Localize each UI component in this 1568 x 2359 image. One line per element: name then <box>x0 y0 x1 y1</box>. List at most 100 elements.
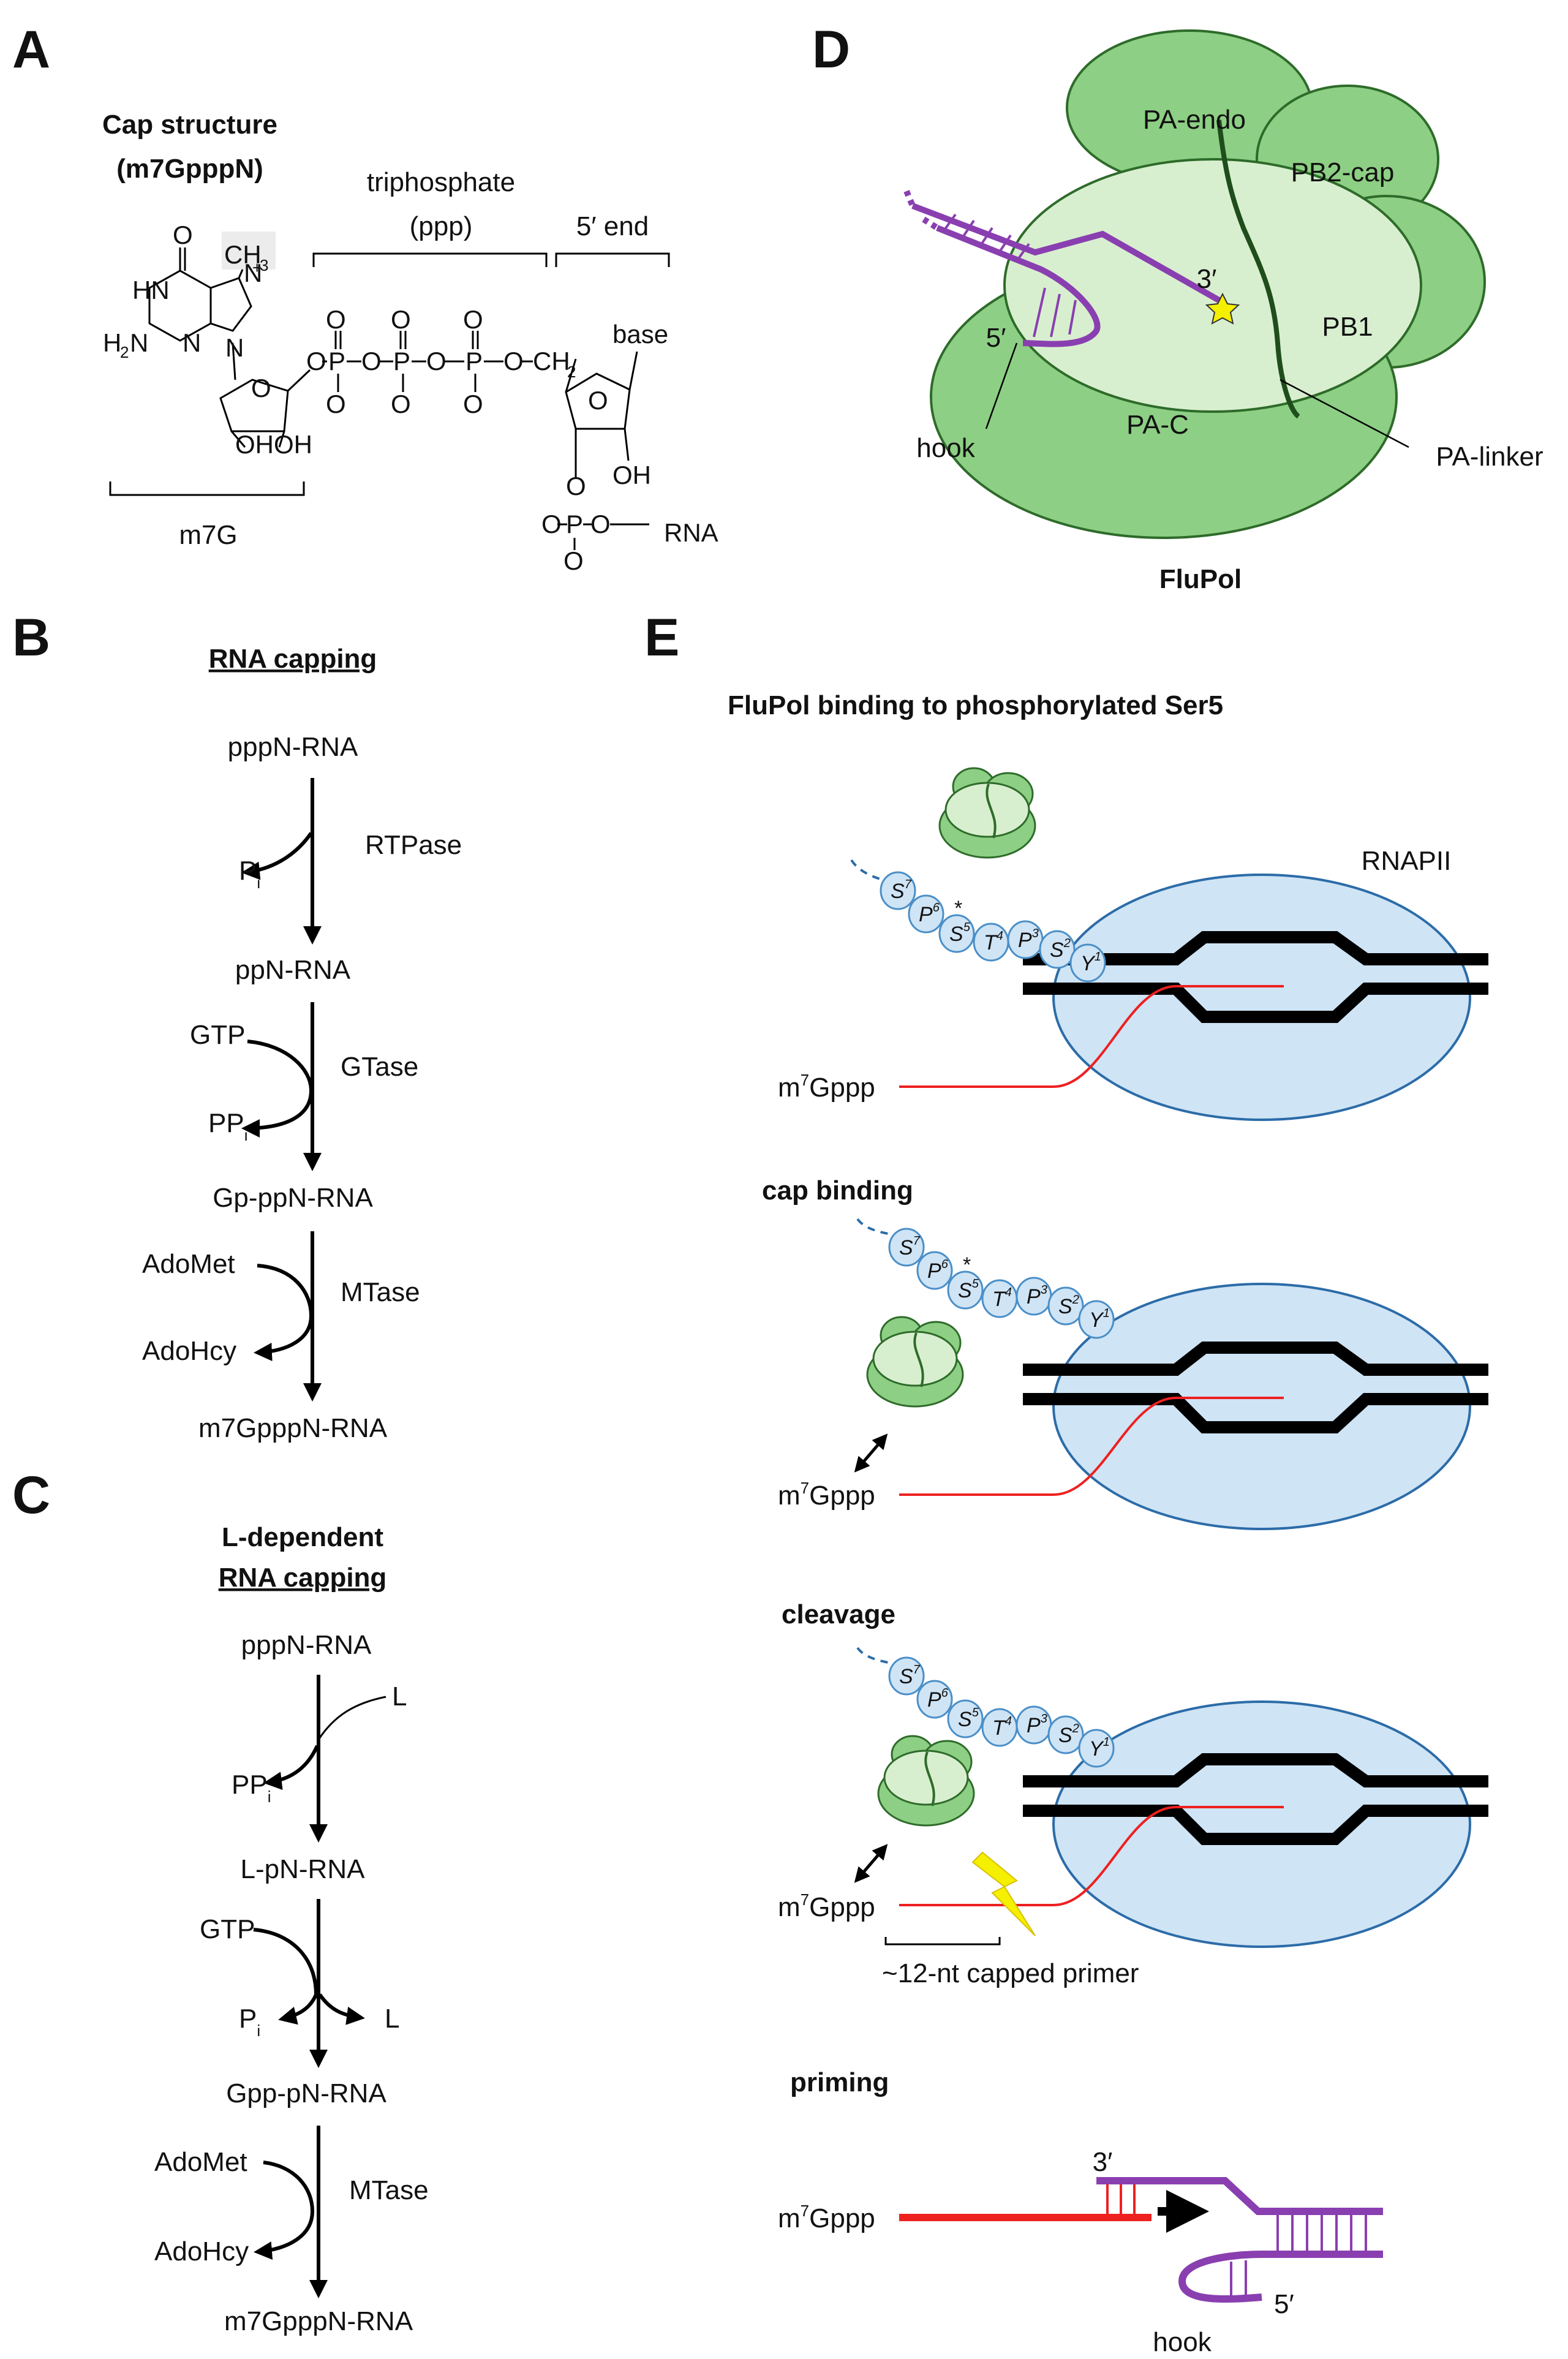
l-dependent-title: L-dependent <box>222 1522 383 1552</box>
svg-text:O: O <box>564 546 584 575</box>
svg-text:O: O <box>590 510 611 538</box>
hook-pointer <box>985 342 1018 429</box>
svg-text:N: N <box>244 259 262 287</box>
svg-text:O: O <box>463 390 483 418</box>
ctd-residue: S2 <box>1047 1715 1084 1754</box>
ctd-residue: S7 <box>880 871 916 910</box>
svg-text:H: H <box>103 328 121 357</box>
gtase-label: GTase <box>341 1052 418 1082</box>
e-step-priming: priming m7Gppp 3′ <box>778 2067 1383 2357</box>
svg-text:2: 2 <box>567 363 576 381</box>
step-ppn-rna: ppN-RNA <box>235 955 351 985</box>
svg-text:CH: CH <box>224 240 262 269</box>
svg-text:O: O <box>361 347 382 376</box>
svg-text:2: 2 <box>120 343 129 361</box>
svg-text:O: O <box>251 374 271 402</box>
step-c-pppn-rna: pppN-RNA <box>241 1630 372 1660</box>
ctd-residue: S7 <box>888 1228 925 1267</box>
rtpase-label: RTPase <box>365 830 462 860</box>
svg-text:O: O <box>391 390 411 418</box>
ppp-label: (ppp) <box>410 211 473 241</box>
ctd-residue: P6 <box>916 1251 953 1290</box>
cap-binding-label: cap binding <box>762 1176 913 1206</box>
svg-text:N: N <box>183 328 201 357</box>
pb1-label: PB1 <box>1322 312 1373 342</box>
ctd-residue: S5 <box>947 1699 984 1738</box>
oh-label: OH <box>612 461 651 489</box>
ctd-residue: P6 <box>908 894 944 934</box>
ctd-residue: S5 <box>947 1270 984 1310</box>
l-input-label: L <box>392 1681 407 1712</box>
ctd-residue: S5 <box>938 914 975 953</box>
svg-text:O: O <box>326 305 346 334</box>
ctd-residue: P3 <box>1007 920 1044 959</box>
adohcy-label: AdoHcy <box>142 1336 236 1366</box>
ohoh-label: OHOH <box>235 430 312 459</box>
ctd-residue: S2 <box>1047 1286 1084 1326</box>
panel-e: E FluPol binding to phosphorylated Ser5 … <box>644 608 1488 2357</box>
svg-text:N: N <box>225 333 244 362</box>
m7g-bracket <box>109 481 305 496</box>
base-label: base <box>612 320 668 349</box>
step-c-m7gpppn-rna: m7GpppN-RNA <box>224 2306 413 2336</box>
ctd-residue: P6 <box>916 1680 953 1719</box>
phospho-asterisk-icon: * <box>963 1253 971 1277</box>
rna-capping-title: RNA capping <box>209 644 377 674</box>
svg-text:P: P <box>566 510 583 538</box>
ctd-residue-label: T4 <box>992 1715 1012 1740</box>
triphosphate-bracket <box>312 252 548 267</box>
phospho-asterisk-icon: * <box>954 897 962 920</box>
ctd-residue: Y1 <box>1078 1729 1115 1768</box>
cap-label-2: m7Gppp <box>778 1479 875 1511</box>
cap-structure-title: Cap structure <box>102 110 277 140</box>
e-five-prime-label: 5′ <box>1274 2289 1294 2319</box>
svg-text:O: O <box>463 305 483 334</box>
svg-text:N: N <box>130 328 148 357</box>
e-hook-label: hook <box>1153 2327 1212 2357</box>
primer-basepairs <box>1106 2181 1136 2217</box>
panel-label-b: B <box>12 608 50 667</box>
step-gpp-pn-rna: Gpp-pN-RNA <box>226 2078 386 2108</box>
svg-text:CH: CH <box>533 347 570 376</box>
panel-d: D 3′ 5′ PA-endo PB2-cap <box>812 20 1544 594</box>
flupol-title: FluPol <box>1159 564 1242 594</box>
e-step-cleavage: cleavage m7Gppp ~12-nt capped primer S7P… <box>778 1599 1488 1988</box>
cap-atom-labels: O CH 3 N + HN H 2 N N N O O P O O O P O … <box>103 221 718 575</box>
step-m7gpppn-rna: m7GpppN-RNA <box>198 1413 388 1443</box>
cap-label-4: m7Gppp <box>778 2202 875 2233</box>
pa-linker-pointer <box>1280 379 1409 448</box>
step-pppn-rna: pppN-RNA <box>228 732 358 762</box>
m7g-label: m7G <box>179 520 237 550</box>
l-rna-capping-title: RNA capping <box>219 1563 387 1593</box>
cap-structure-subtitle: (m7GpppN) <box>116 154 263 184</box>
pb2-cap-label: PB2-cap <box>1291 157 1395 187</box>
c-ppi-label: PPi <box>232 1770 271 1806</box>
d-five-prime-label: 5′ <box>986 323 1006 353</box>
pa-c-label: PA-C <box>1126 410 1189 440</box>
cleavage-double-arrow-icon <box>854 1844 888 1883</box>
ctd-residue: T4 <box>981 1708 1018 1747</box>
svg-text:P: P <box>466 347 483 376</box>
rna-label: RNA <box>664 518 718 547</box>
cleavage-lightning-icon <box>971 1851 1036 1936</box>
svg-text:P: P <box>393 347 410 376</box>
mtase-label: MTase <box>341 1277 420 1307</box>
ctd-residue: T4 <box>981 1279 1018 1318</box>
panel-label-a: A <box>12 20 50 79</box>
panel-b-arrows <box>241 778 322 1402</box>
five-end-label: 5′ end <box>576 211 649 241</box>
pa-endo-label: PA-endo <box>1143 105 1246 135</box>
svg-text:3: 3 <box>260 256 268 274</box>
panel-c-arrows <box>253 1675 386 2298</box>
panel-label-c: C <box>12 1466 50 1525</box>
panel-label-e: E <box>644 608 679 667</box>
adomet-label: AdoMet <box>142 1249 235 1279</box>
c-adomet-label: AdoMet <box>154 2147 247 2177</box>
pi-label: Pi <box>239 856 260 892</box>
